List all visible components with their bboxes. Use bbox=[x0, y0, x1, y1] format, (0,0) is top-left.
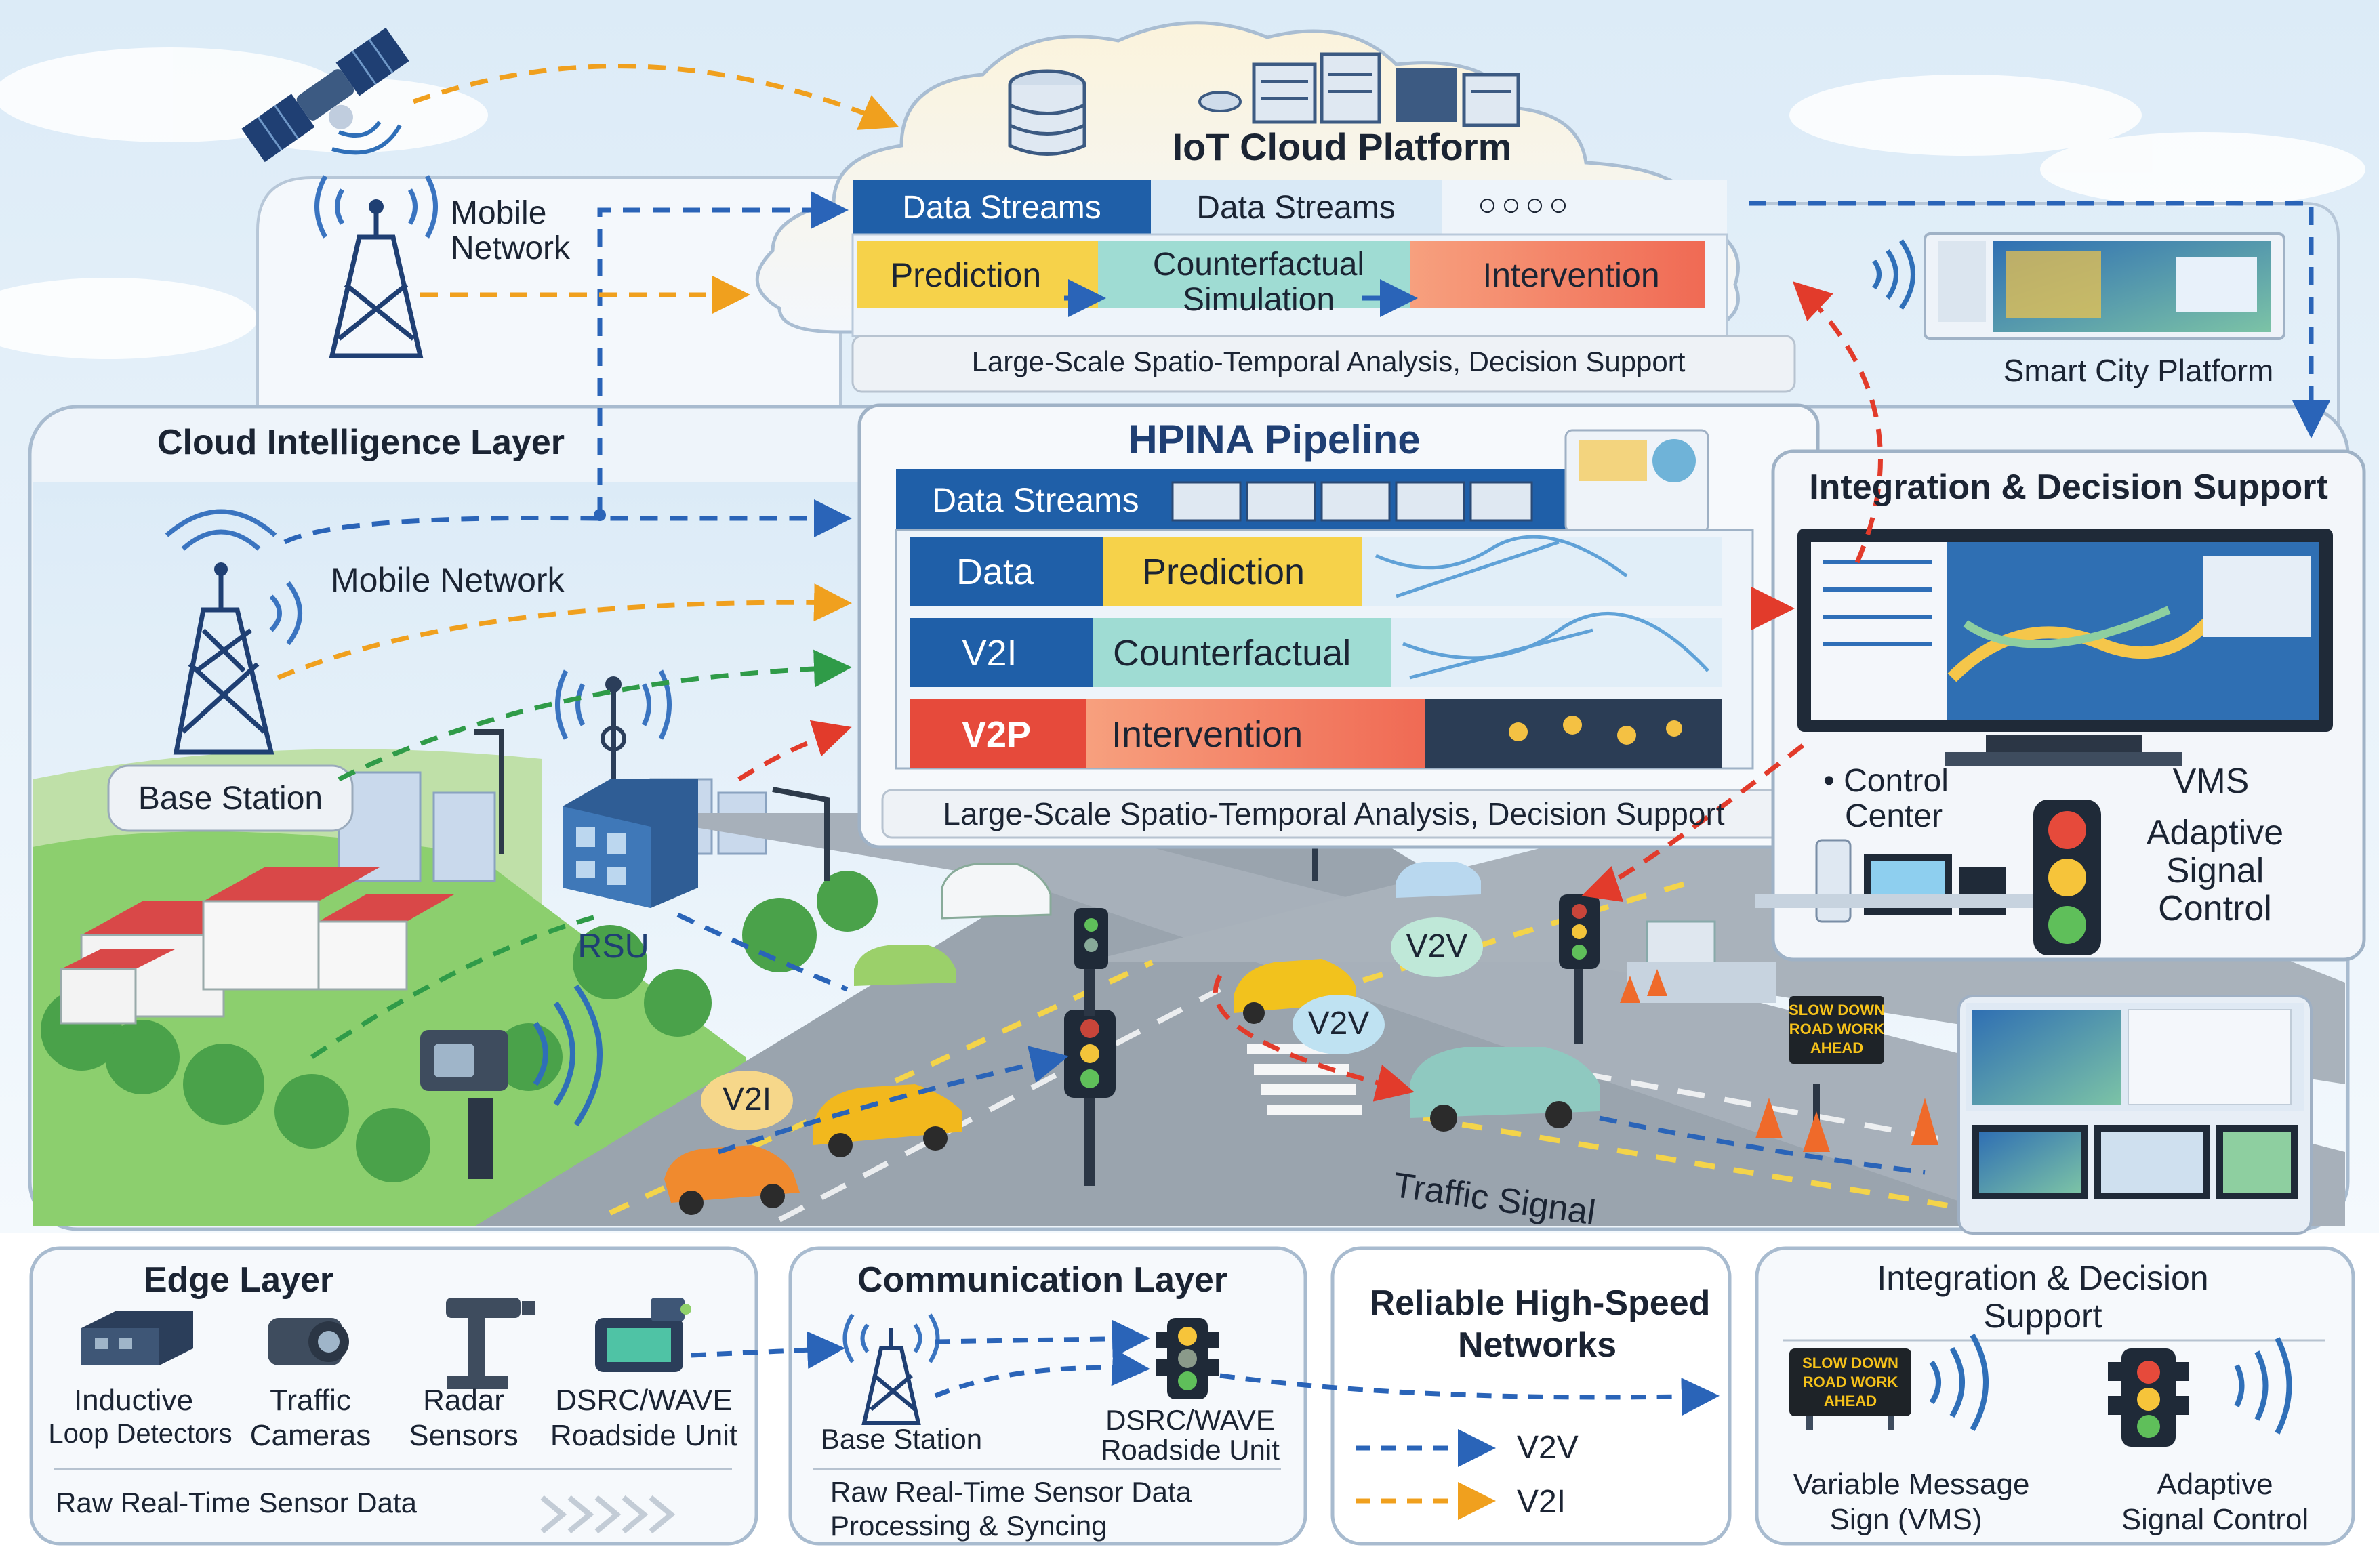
street-control-monitors bbox=[1957, 995, 2313, 1235]
networks-title-line2: Networks bbox=[1457, 1325, 1617, 1365]
rsu-label: RSU bbox=[577, 927, 649, 965]
hpina-row1-left: Data bbox=[956, 552, 1034, 592]
iot-streams-left: Data Streams bbox=[902, 190, 1101, 226]
mobile-network-mid-label: Mobile Network bbox=[331, 561, 565, 599]
hpina-title: HPINA Pipeline bbox=[1128, 417, 1421, 462]
smart-city-monitor bbox=[1872, 232, 2285, 340]
vms-sign-line3: AHEAD bbox=[1823, 1392, 1877, 1409]
edge-item-2-line1: Traffic bbox=[270, 1384, 351, 1417]
v2i-bubble: V2I bbox=[722, 1081, 772, 1117]
vms-label-line2: Sign (VMS) bbox=[1829, 1503, 1982, 1536]
mobile-network-panel bbox=[256, 176, 842, 407]
iot-counterfactual-line1: Counterfactual bbox=[1152, 247, 1365, 283]
hpina-row2-left: V2I bbox=[962, 633, 1017, 674]
vms-sign-line1: SLOW DOWN bbox=[1802, 1355, 1898, 1371]
hpina-streams: Data Streams bbox=[932, 481, 1139, 519]
comm-rsu-line1: DSRC/WAVE bbox=[1105, 1404, 1275, 1436]
edge-item-2-line2: Cameras bbox=[249, 1419, 371, 1452]
smart-city-label: Smart City Platform bbox=[2003, 353, 2274, 388]
iot-caption: Large-Scale Spatio-Temporal Analysis, De… bbox=[971, 346, 1686, 377]
edge-item-1-line2: Loop Detectors bbox=[48, 1419, 232, 1449]
legend-v2i-label: V2I bbox=[1517, 1484, 1566, 1520]
base-station-tower bbox=[173, 569, 274, 755]
roadside-unit-icon bbox=[595, 1298, 691, 1372]
v2v-bubble-2: V2V bbox=[1307, 1006, 1370, 1041]
v2v-bubble-1: V2V bbox=[1406, 928, 1468, 964]
asc-bottom-line2: Signal Control bbox=[2121, 1503, 2309, 1536]
iot-stream-dots: ○○○○ bbox=[1478, 187, 1572, 223]
legend-v2v-label: V2V bbox=[1517, 1430, 1579, 1466]
mobile-network-top-line2: Network bbox=[451, 230, 571, 266]
edge-item-3-line1: Radar bbox=[423, 1384, 504, 1417]
camera-icon bbox=[268, 1318, 349, 1365]
mobile-network-top-line1: Mobile bbox=[451, 195, 547, 231]
iot-intervention: Intervention bbox=[1482, 256, 1660, 294]
vms-sign-icon bbox=[1789, 1348, 1911, 1430]
adaptive-signal-icon bbox=[2033, 800, 2101, 955]
rsu-building bbox=[555, 669, 698, 908]
street-traffic-camera bbox=[420, 984, 603, 1179]
vms-label-line1: Variable Message bbox=[1793, 1468, 2030, 1501]
bottom-arrows bbox=[691, 1319, 1720, 1520]
asc-bottom-line1: Adaptive bbox=[2157, 1468, 2273, 1501]
connection-arrows bbox=[277, 64, 2330, 1175]
radar-icon bbox=[446, 1298, 535, 1389]
hpina-row3-left: V2P bbox=[961, 714, 1032, 755]
asc-label-line3: Control bbox=[2158, 889, 2272, 928]
iot-streams-left-box bbox=[853, 180, 1151, 234]
hpina-row1-right: Prediction bbox=[1141, 552, 1305, 592]
asc-label-line2: Signal bbox=[2166, 851, 2264, 890]
integration-panel-title: Integration & Decision Support bbox=[1809, 468, 2328, 507]
edge-item-4-line1: DSRC/WAVE bbox=[555, 1384, 733, 1417]
comm-footer-line1: Raw Real-Time Sensor Data bbox=[830, 1476, 1192, 1508]
control-center-desk-icon bbox=[1755, 839, 2040, 923]
hpina-row2-right: Counterfactual bbox=[1113, 633, 1351, 674]
cloud-layer-title: Cloud Intelligence Layer bbox=[157, 423, 565, 462]
iot-streams-right: Data Streams bbox=[1196, 190, 1396, 226]
loop-detector-icon bbox=[81, 1311, 193, 1365]
street-sign-line2: ROAD WORK bbox=[1789, 1020, 1885, 1037]
edge-item-3-line2: Sensors bbox=[409, 1419, 518, 1452]
hpina-server-strip bbox=[1171, 429, 1709, 533]
hpina-caption: Large-Scale Spatio-Temporal Analysis, De… bbox=[943, 796, 1725, 831]
integration-bottom-panel bbox=[1755, 1246, 2355, 1546]
comm-base-station-label: Base Station bbox=[820, 1423, 983, 1455]
comm-traffic-light-icon bbox=[1156, 1318, 1219, 1399]
vms-label: VMS bbox=[2172, 762, 2250, 801]
street-traffic-lights bbox=[1064, 894, 1600, 1186]
edge-layer-title: Edge Layer bbox=[143, 1260, 334, 1300]
iot-counterfactual-line2: Simulation bbox=[1182, 282, 1335, 318]
street-sign-line3: AHEAD bbox=[1810, 1039, 1864, 1056]
satellite-icon bbox=[241, 27, 409, 163]
street-sign-line1: SLOW DOWN bbox=[1789, 1002, 1885, 1018]
comm-base-station-icon bbox=[861, 1328, 921, 1425]
comm-rsu-line2: Roadside Unit bbox=[1101, 1434, 1280, 1466]
control-center-line2: Center bbox=[1845, 798, 1943, 834]
road-work-area bbox=[1620, 969, 1938, 1152]
integration-bottom-title-line2: Support bbox=[1983, 1297, 2102, 1335]
iot-cloud-title: IoT Cloud Platform bbox=[1172, 125, 1512, 168]
hpina-row3-right: Intervention bbox=[1112, 714, 1303, 755]
asc-label-line1: Adaptive bbox=[2146, 813, 2284, 852]
networks-title-line1: Reliable High-Speed bbox=[1369, 1283, 1711, 1323]
edge-item-4-line2: Roadside Unit bbox=[550, 1419, 738, 1452]
vms-sign-line2: ROAD WORK bbox=[1802, 1374, 1898, 1390]
iot-prediction: Prediction bbox=[890, 256, 1042, 294]
comm-footer-line2: Processing & Syncing bbox=[830, 1510, 1107, 1542]
integration-bottom-title-line1: Integration & Decision bbox=[1877, 1259, 2209, 1297]
edge-footer: Raw Real-Time Sensor Data bbox=[56, 1487, 417, 1519]
cloud-server-icons bbox=[1008, 52, 1520, 156]
base-station-label: Base Station bbox=[138, 781, 323, 817]
adaptive-signal-small-icon bbox=[2108, 1348, 2189, 1447]
edge-item-1-line1: Inductive bbox=[73, 1384, 194, 1417]
comm-layer-title: Communication Layer bbox=[857, 1260, 1228, 1300]
control-center-line1: • Control bbox=[1823, 763, 1949, 799]
